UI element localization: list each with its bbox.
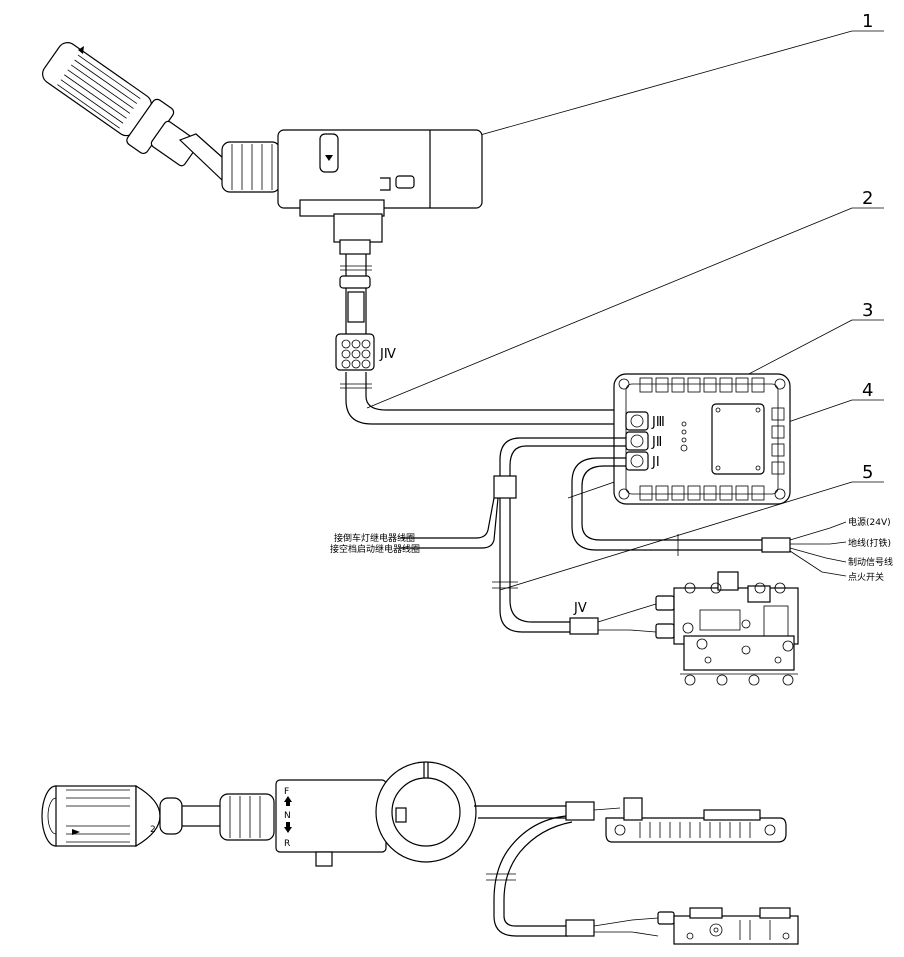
connector-j1-label: JⅠ	[651, 455, 660, 470]
harness-left: JⅤ 接倒车灯继电器线圈 接空档启动继电器线圈	[330, 437, 657, 635]
shifter-r-label: R	[284, 839, 290, 849]
shift-lever-top	[42, 42, 483, 340]
harness-right: 电源(24V) 地线(打铁) 制动信号线 点火开关	[571, 457, 893, 583]
connector-j5-label: JⅤ	[573, 601, 587, 616]
arrow-mark-icon	[78, 46, 84, 54]
harness-top	[340, 372, 624, 425]
connector-j2-label: JⅡ	[651, 435, 662, 450]
connector-j4-label: JⅣ	[379, 347, 396, 362]
right-arrow-icon	[72, 829, 80, 835]
valve-block-side-view	[657, 907, 799, 945]
callout-5: 5	[862, 462, 873, 483]
up-arrow-icon	[284, 796, 292, 802]
connector-j4: JⅣ	[335, 333, 396, 371]
connector-j3-label: JⅢ	[651, 415, 665, 430]
valve-block-top	[655, 571, 799, 686]
controller-side-view	[605, 797, 787, 843]
shifter-f-label: F	[284, 787, 289, 797]
down-arrow-icon	[325, 155, 333, 161]
shift-lever-bottom: 2 F N R	[41, 761, 659, 937]
gear-number: 2	[150, 825, 156, 835]
wire-label-ignition: 点火开关	[848, 571, 884, 583]
wire-label-left-top: 接倒车灯继电器线圈	[334, 532, 415, 544]
wire-label-power: 电源(24V)	[848, 516, 891, 528]
callout-4: 4	[862, 380, 873, 401]
controller-module: JⅢ JⅡ JⅠ	[613, 373, 791, 505]
callout-2: 2	[862, 188, 873, 209]
callout-3: 3	[862, 300, 873, 321]
down-arrow-icon	[284, 827, 292, 833]
wire-label-brake: 制动信号线	[848, 556, 893, 568]
shifter-n-label: N	[284, 811, 291, 821]
wire-label-left-bottom: 接空档启动继电器线圈	[330, 543, 420, 555]
callout-1: 1	[862, 11, 873, 32]
wire-label-ground: 地线(打铁)	[848, 537, 891, 549]
